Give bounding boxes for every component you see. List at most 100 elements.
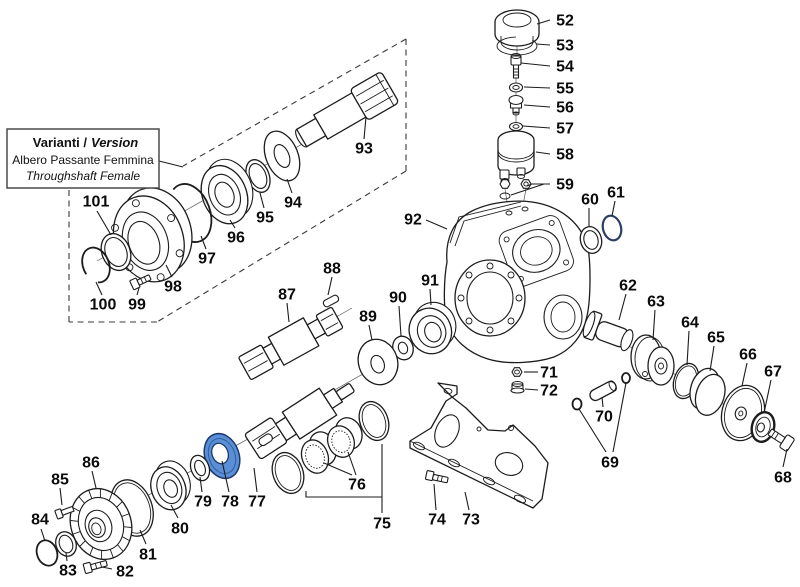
part-label-79: 79: [194, 494, 212, 511]
part-55-washer: [508, 82, 524, 93]
part-leader-81: [139, 529, 147, 545]
part-label-77: 77: [248, 494, 266, 511]
part-leader-90: [398, 305, 402, 337]
part-88-key: [322, 294, 340, 308]
part-label-82: 82: [116, 564, 134, 581]
part-leader-76: [347, 451, 357, 476]
part-label-64: 64: [681, 315, 699, 332]
part-label-66: 66: [739, 347, 757, 364]
part-leader-65: [709, 345, 715, 372]
part-54-screw: [510, 53, 522, 79]
part-label-52: 52: [556, 13, 574, 30]
part-92-pump-housing: [443, 200, 591, 364]
part-leader-94: [286, 178, 293, 194]
part-label-69: 69: [601, 455, 619, 472]
part-60-seal: [579, 226, 603, 254]
part-label-100: 100: [90, 297, 117, 314]
part-label-91: 91: [421, 273, 439, 290]
part-label-95: 95: [256, 210, 274, 227]
part-label-55: 55: [556, 81, 574, 98]
part-leader-78: [221, 460, 230, 493]
part-65-seal-ring: [689, 367, 726, 416]
part-label-57: 57: [556, 121, 574, 138]
part-leader-76: [323, 462, 353, 476]
part-leader-92: [425, 219, 448, 230]
part-label-88: 88: [323, 261, 341, 278]
part-leader-66: [741, 362, 748, 387]
part-99-screw: [129, 274, 152, 291]
part-leader-95: [259, 192, 265, 209]
part-leader-56: [523, 104, 551, 108]
part-label-62: 62: [619, 278, 637, 295]
part-leader-79: [199, 476, 203, 493]
part-label-65: 65: [707, 330, 725, 347]
part-label-58: 58: [556, 147, 574, 164]
part-label-85: 85: [51, 472, 69, 489]
part-label-61: 61: [607, 185, 625, 202]
part-52-cap: [494, 9, 540, 51]
part-leader-101: [96, 210, 112, 236]
part-62-fitting: [582, 310, 634, 352]
variant-box-line2: Albero Passante Femmina: [12, 153, 154, 167]
part-59-nuts: [499, 179, 532, 200]
part-96-bearing: [200, 158, 254, 225]
part-label-83: 83: [59, 563, 77, 580]
part-leader-89: [368, 324, 373, 341]
part-label-76: 76: [348, 477, 366, 494]
part-85-screw: [54, 505, 75, 520]
part-leader-73: [464, 491, 470, 511]
part-label-63: 63: [647, 294, 665, 311]
part-95-ring: [245, 159, 271, 193]
part-61-oring: [601, 214, 623, 242]
part-label-90: 90: [389, 290, 407, 307]
part-leader-52: [536, 19, 551, 25]
part-leader-82: [101, 566, 113, 570]
part-leader-62: [618, 293, 627, 321]
part-label-70: 70: [595, 409, 613, 426]
part-leader-100: [95, 281, 103, 296]
part-leader-84: [40, 528, 46, 542]
part-78-highlighted-disc[interactable]: [198, 429, 246, 484]
part-leader-98: [165, 264, 173, 278]
part-71-nut: [511, 367, 523, 377]
part-70-pin: [589, 380, 617, 402]
part-86-damper-flywheel: [69, 487, 133, 561]
variant-box-line3: Throughshaft Female: [26, 169, 140, 183]
part-84-oring: [35, 539, 59, 567]
part-label-53: 53: [556, 38, 574, 55]
part-label-78[interactable]: 78: [221, 494, 239, 511]
part-leader-68: [782, 448, 788, 468]
part-94-washer: [263, 130, 301, 182]
part-leader-83: [65, 552, 68, 562]
part-leader-70: [601, 396, 604, 408]
part-57-washer: [508, 121, 524, 132]
variant-box-line1-bold: Varianti /: [33, 135, 88, 150]
part-leader-85: [59, 487, 63, 506]
part-leader-77: [253, 467, 258, 493]
part-label-54: 54: [556, 59, 574, 76]
part-leader-99: [136, 287, 140, 296]
part-label-71: 71: [540, 365, 558, 382]
part-76-needle-bearings: [300, 417, 363, 474]
part-label-74: 74: [428, 512, 446, 529]
part-label-96: 96: [227, 230, 245, 247]
part-leader-55: [523, 86, 551, 89]
part-leader-72: [524, 388, 539, 391]
part-label-101: 101: [83, 194, 110, 211]
part-label-75: 75: [373, 516, 391, 533]
part-leader-64: [686, 330, 690, 366]
part-label-87: 87: [278, 287, 296, 304]
part-label-73: 73: [462, 512, 480, 529]
leader-lines-layer: [40, 19, 788, 570]
part-79-washer: [189, 454, 211, 482]
part-label-84: 84: [31, 512, 49, 529]
part-89-disc: [357, 338, 399, 386]
part-68-bolt: [767, 428, 795, 452]
variant-region-boundary: [68, 38, 407, 323]
part-leader-61: [611, 200, 616, 217]
part-label-80: 80: [171, 521, 189, 538]
variant-box-line1-italic: Version: [91, 135, 138, 150]
part-leader-75: [305, 491, 382, 498]
